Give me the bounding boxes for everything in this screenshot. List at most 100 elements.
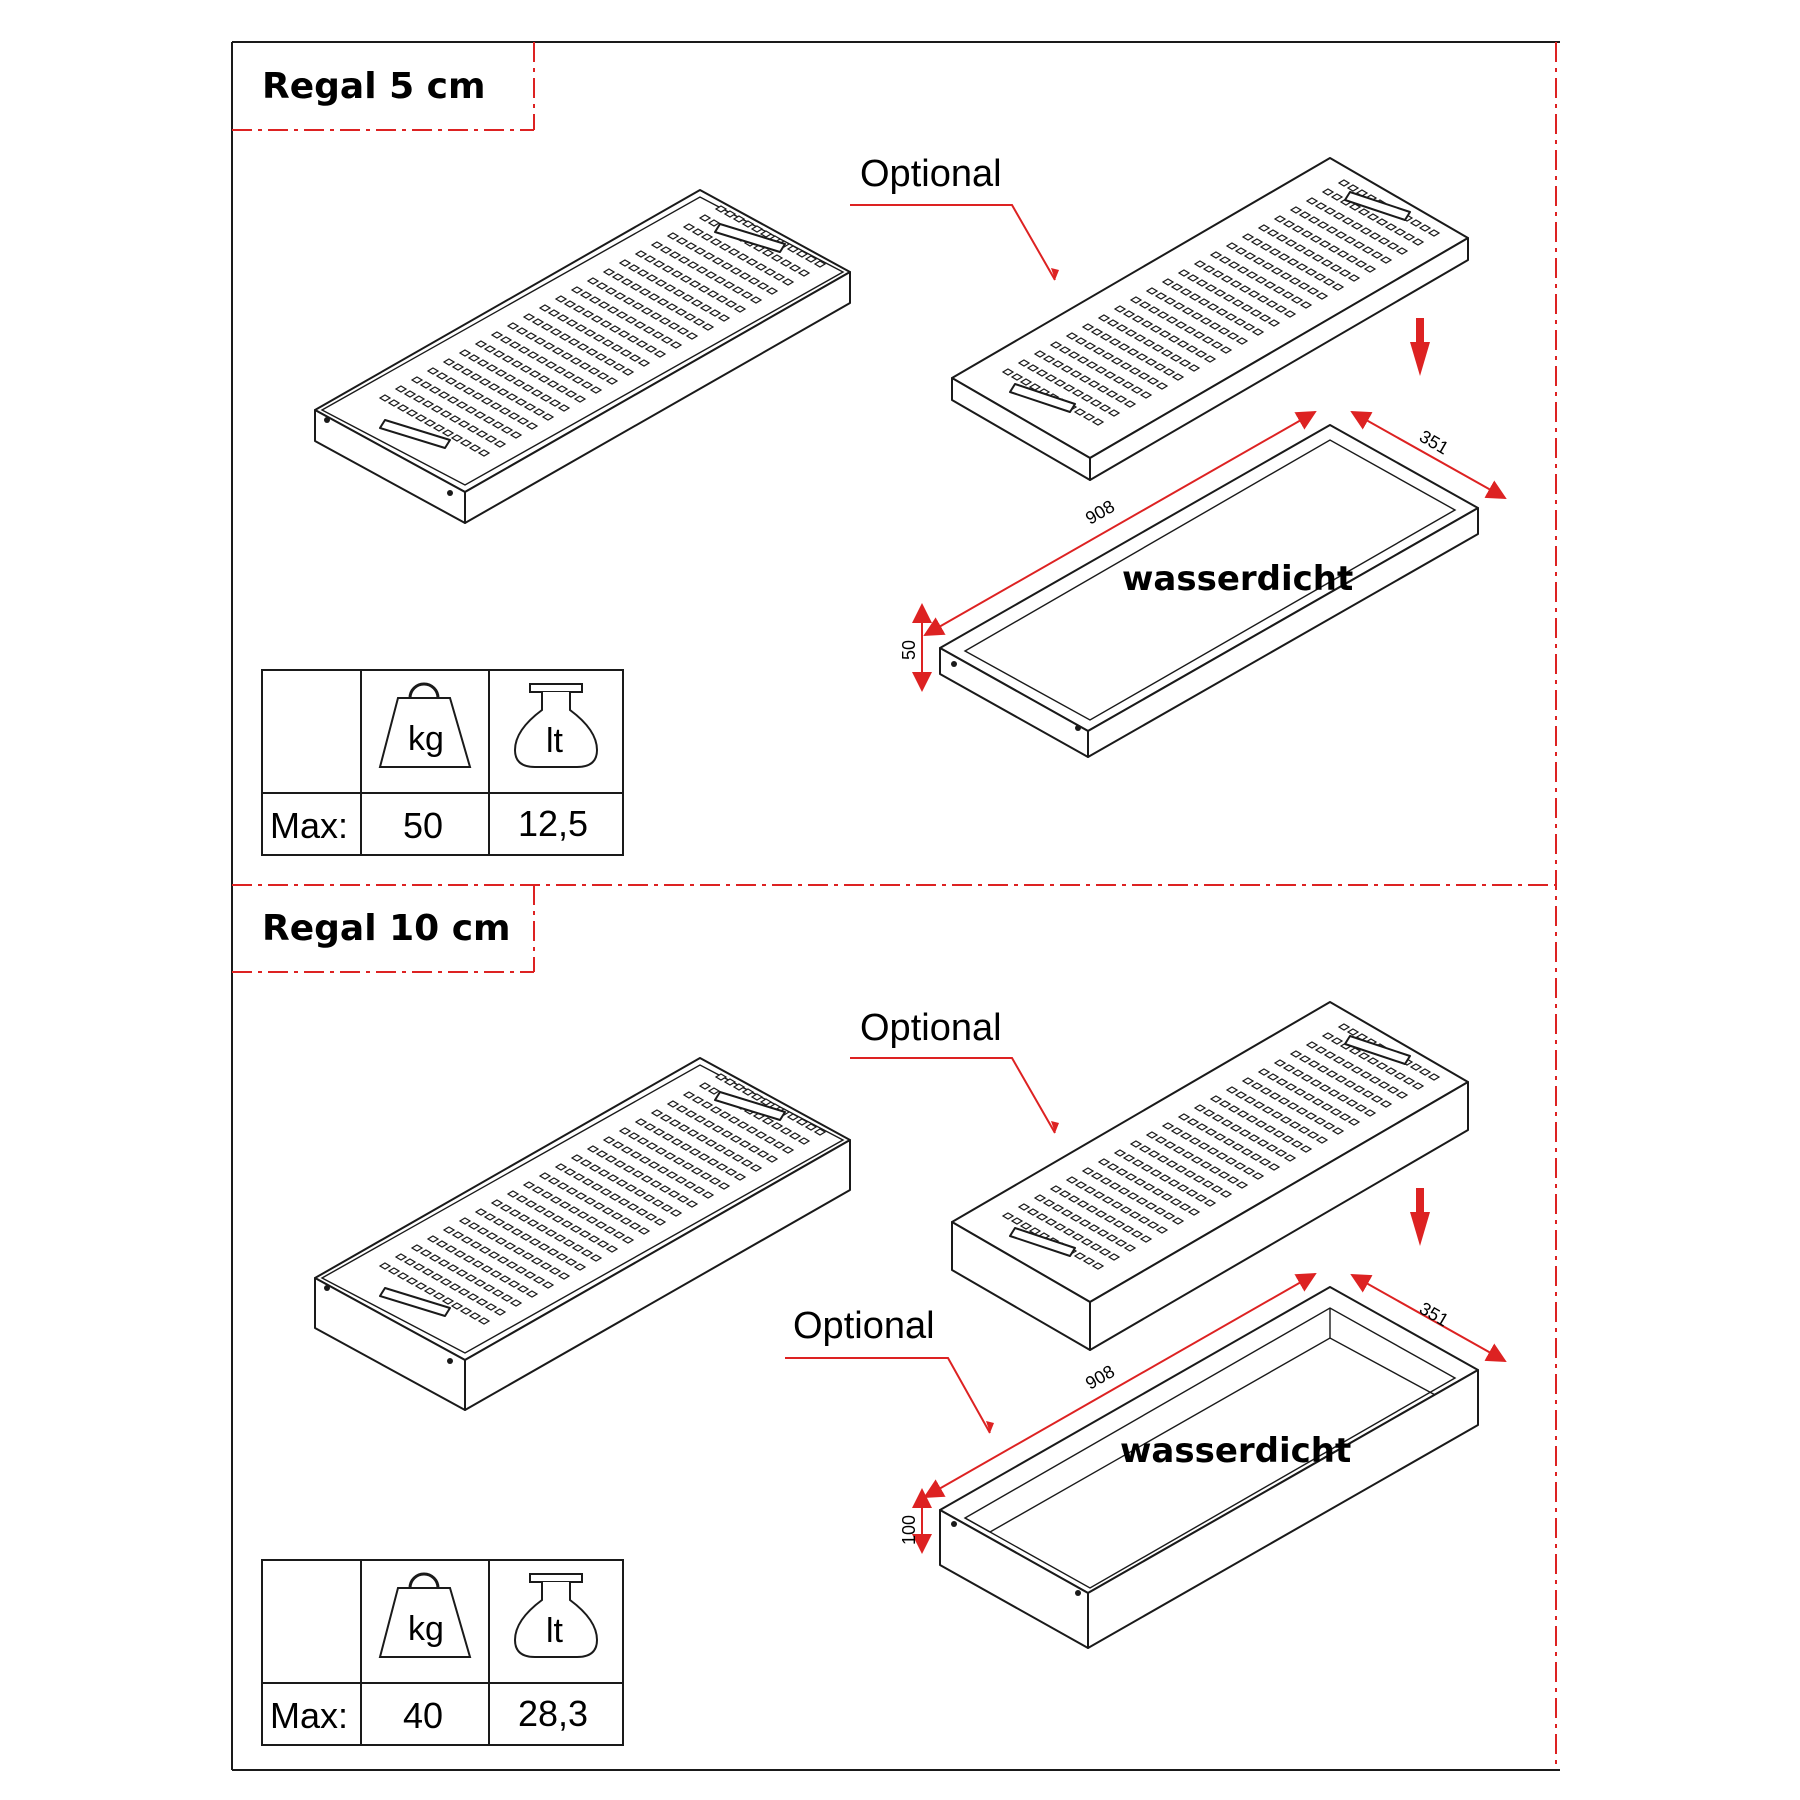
perforation-hole	[525, 422, 539, 430]
perforation-hole	[1240, 1148, 1254, 1156]
tray-label: wasserdicht	[1122, 559, 1353, 599]
perforation-hole	[592, 334, 606, 342]
perforation-hole	[765, 1155, 779, 1163]
perforation-hole	[700, 1101, 714, 1109]
perforation-hole	[1331, 1127, 1345, 1135]
perforation-hole	[522, 1181, 536, 1189]
perforation-hole	[542, 1210, 556, 1218]
perforation-hole	[1265, 1144, 1279, 1152]
perforation-hole	[1236, 266, 1250, 274]
perforation-hole	[724, 300, 738, 308]
perforation-hole	[533, 337, 547, 345]
perforation-hole	[1409, 1063, 1423, 1071]
perforation-hole	[708, 1177, 722, 1185]
perforation-hole	[1177, 1113, 1191, 1121]
perforation-hole	[659, 246, 673, 254]
perforation-hole	[1131, 315, 1145, 323]
perforation-hole	[613, 1160, 627, 1168]
perforation-hole	[1069, 1214, 1083, 1222]
perforation-hole	[544, 361, 558, 369]
perforation-hole	[1257, 224, 1271, 232]
perforation-hole	[576, 343, 590, 351]
perforation-hole	[469, 1241, 483, 1249]
perforation-hole	[1213, 1133, 1227, 1141]
perforation-hole	[1281, 1135, 1295, 1143]
perforation-hole	[1060, 365, 1074, 373]
perforation-hole	[574, 1192, 588, 1200]
perforation-hole	[1427, 1073, 1441, 1081]
perforation-hole	[562, 371, 576, 379]
perforation-hole	[542, 342, 556, 350]
perforation-hole	[477, 1317, 491, 1325]
perforation-hole	[551, 1215, 565, 1223]
perforation-hole	[635, 340, 649, 348]
perforation-hole	[514, 1266, 528, 1274]
perforation-hole	[736, 1121, 750, 1129]
perforation-hole	[604, 1155, 618, 1163]
perforation-hole	[441, 429, 455, 437]
perforation-grid	[1001, 1023, 1441, 1270]
perforation-hole	[1194, 1194, 1208, 1202]
perforation-hole	[1097, 314, 1111, 322]
perforation-hole	[1411, 238, 1425, 246]
perforation-hole	[643, 255, 657, 263]
perforation-hole	[1160, 1193, 1174, 1201]
perforation-hole	[1361, 246, 1375, 254]
perforation-hole	[749, 296, 763, 304]
perforation-hole	[1309, 235, 1323, 243]
perforation-hole	[437, 391, 451, 399]
perforation-hole	[740, 1159, 754, 1167]
handle-icon	[1009, 383, 1076, 413]
outer-frame	[231, 41, 1560, 1771]
perforation-hole	[1384, 1067, 1398, 1075]
perforation-hole	[633, 1189, 647, 1197]
perforation-hole	[1106, 319, 1120, 327]
perforation-hole	[692, 318, 706, 326]
perforation-hole	[1162, 368, 1176, 376]
perforation-hole	[1281, 291, 1295, 299]
perforation-hole	[1359, 1071, 1373, 1079]
perforation-hole	[733, 305, 747, 313]
perforation-hole	[1103, 1215, 1117, 1223]
perforation-hole	[740, 291, 754, 299]
perforation-hole	[804, 1123, 818, 1131]
perforation-hole	[745, 258, 759, 266]
perforation-hole	[754, 263, 768, 271]
perforation-hole	[1158, 1174, 1172, 1182]
perforation-hole	[571, 1244, 585, 1252]
perforation-hole	[451, 363, 465, 371]
perforation-hole	[1242, 1167, 1256, 1175]
perforation-hole	[439, 1278, 453, 1286]
perforation-hole	[685, 332, 699, 340]
perforation-hole	[1204, 1128, 1218, 1136]
perforation-hole	[656, 298, 670, 306]
perforation-hole	[683, 1181, 697, 1189]
perforation-hole	[1124, 1173, 1138, 1181]
perforation-hole	[476, 1227, 490, 1235]
perforation-hole	[507, 1280, 521, 1288]
optional-callout: Optional	[850, 1007, 1059, 1134]
perforation-hole	[1393, 1072, 1407, 1080]
perforation-hole	[1231, 1143, 1245, 1151]
perforation-hole	[1282, 1064, 1296, 1072]
perforation-hole	[1153, 363, 1167, 371]
perforation-hole	[1085, 1205, 1099, 1213]
perforation-hole	[517, 1214, 531, 1222]
weight-icon: kg	[378, 682, 472, 768]
perforation-hole	[1274, 305, 1288, 313]
max-weight-value: 50	[403, 805, 443, 846]
perforation-hole	[713, 276, 727, 284]
perforation-hole	[1338, 269, 1352, 277]
perforation-hole	[682, 223, 696, 231]
perforation-hole	[482, 1284, 496, 1292]
perforation-hole	[659, 1114, 673, 1122]
perforation-hole	[681, 1162, 695, 1170]
perforation-hole	[578, 1230, 592, 1238]
perforation-hole	[549, 1196, 563, 1204]
perforation-hole	[1183, 326, 1197, 334]
perforation-hole	[1199, 1161, 1213, 1169]
perforation-hole	[634, 250, 648, 258]
perforation-hole	[611, 273, 625, 281]
perforation-hole	[702, 1120, 716, 1128]
perforation-hole	[653, 1218, 667, 1226]
